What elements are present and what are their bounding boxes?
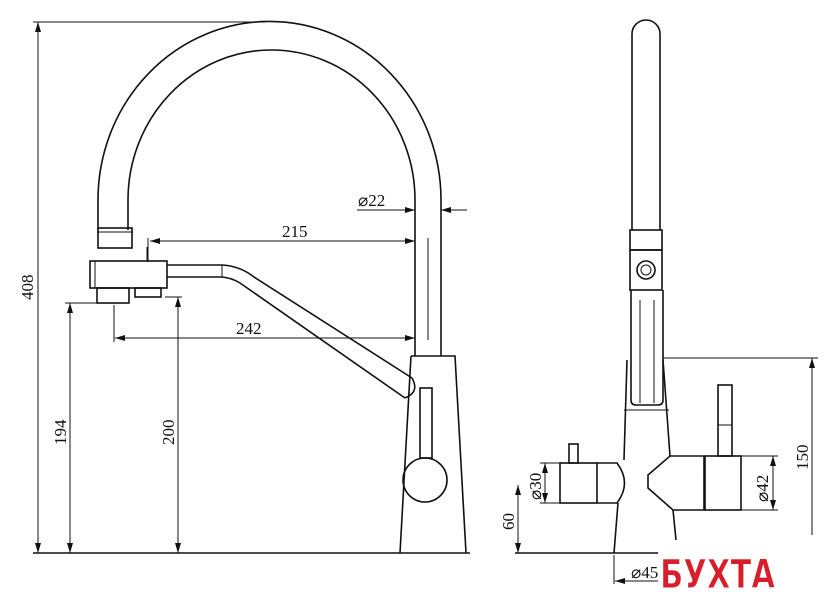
dim-60: 60: [499, 513, 518, 530]
body: [399, 355, 467, 554]
gooseneck-outer: [97, 20, 442, 356]
dim-200: 200: [159, 420, 178, 446]
spray-head: [89, 260, 168, 289]
dim-diameter-42: ⌀42: [753, 475, 772, 502]
dim-150: 150: [793, 445, 812, 471]
dim-408: 408: [18, 275, 37, 301]
handle-ball: [402, 457, 448, 503]
front-view: 408 194 200 215 242 ⌀22: [18, 20, 470, 554]
collar: [97, 227, 133, 249]
side-lever: [717, 384, 733, 457]
dim-diameter-45: ⌀45: [631, 563, 658, 582]
spout: [167, 264, 413, 399]
lever: [419, 387, 433, 459]
dim-diameter-30: ⌀30: [526, 473, 545, 500]
dim-242: 242: [236, 319, 262, 338]
watermark-logo: БУХТА: [658, 544, 778, 599]
mixer-handle: [647, 455, 705, 511]
dim-diameter-22: ⌀22: [358, 191, 385, 210]
svg-text:БУХТА: БУХТА: [660, 552, 775, 598]
side-tube: [631, 19, 661, 230]
side-button: [636, 260, 656, 280]
side-view: 150 ⌀42 ⌀30 60 ⌀45: [499, 19, 818, 584]
gooseneck-inner: [127, 49, 416, 356]
dim-215: 215: [282, 222, 308, 241]
side-body: [613, 359, 677, 554]
filter-handle: [559, 462, 598, 504]
dim-194: 194: [51, 419, 70, 445]
